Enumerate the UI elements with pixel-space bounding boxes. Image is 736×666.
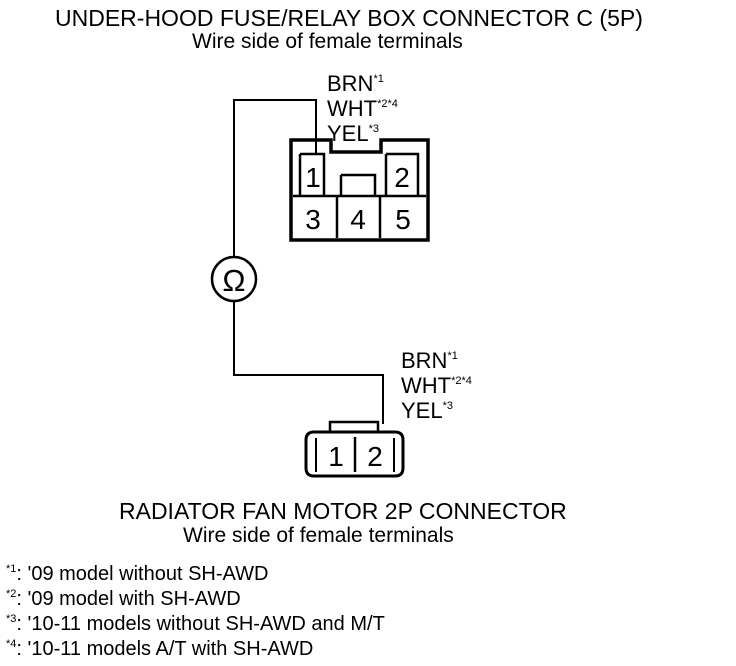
bottom-terminal-1: 1 [328, 441, 344, 472]
top-terminal-3: 3 [305, 204, 321, 235]
bottom-connector-housing [304, 430, 405, 478]
top-connector-5p [289, 138, 430, 242]
ohm-symbol: Ω [222, 263, 245, 298]
bottom-wire-label-brn: BRN*1 [401, 348, 458, 373]
bottom-wire-label-wht: WHT*2*4 [401, 373, 472, 398]
top-wire-label-brn: BRN*1 [327, 71, 384, 96]
top-terminal-4: 4 [350, 204, 366, 235]
footnote-4: *4: '10-11 models A/T with SH-AWD [6, 638, 314, 660]
top-terminal-2: 2 [394, 162, 410, 193]
ohmmeter: Ω [210, 255, 258, 303]
bottom-connector-2p [304, 420, 405, 478]
top-connector-subtitle: Wire side of female terminals [192, 30, 463, 53]
footnote-1: *1: '09 model without SH-AWD [6, 563, 269, 585]
top-wire-label-wht: WHT*2*4 [327, 96, 398, 121]
top-terminal-1: 1 [305, 162, 321, 193]
bottom-connector-title: RADIATOR FAN MOTOR 2P CONNECTOR [119, 498, 567, 524]
ohmmeter-circle [210, 255, 258, 303]
top-terminal-5: 5 [395, 204, 411, 235]
footnote-2: *2: '09 model with SH-AWD [6, 588, 241, 610]
probe-wire-top [233, 99, 317, 257]
bottom-connector-subtitle: Wire side of female terminals [183, 524, 454, 547]
probe-wire-bottom [233, 301, 384, 424]
top-connector-housing [289, 138, 430, 242]
footnote-3: *3: '10-11 models without SH-AWD and M/T [6, 613, 385, 635]
bottom-wire-label-yel: YEL*3 [401, 398, 453, 423]
bottom-terminal-2: 2 [367, 441, 383, 472]
top-wire-label-yel: YEL*3 [327, 121, 379, 146]
top-connector-title: UNDER-HOOD FUSE/RELAY BOX CONNECTOR C (5… [55, 5, 643, 31]
